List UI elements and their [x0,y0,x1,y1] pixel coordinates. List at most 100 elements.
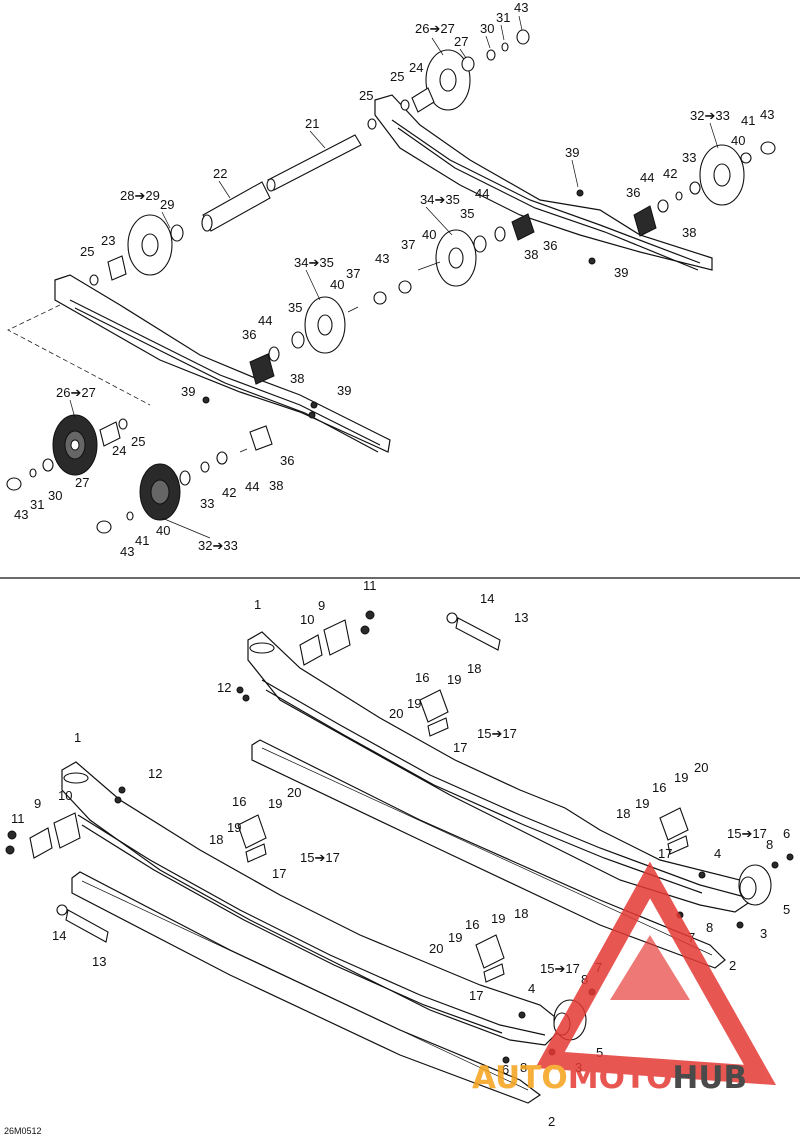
top-callout-36: 35 [288,300,302,315]
wheel-33-right [576,141,776,265]
bottom-callout-11: 20 [389,706,403,721]
bottom-callout-17: 10 [58,788,72,803]
top-callout-11: 43 [760,107,774,122]
top-callout-2: 30 [480,21,494,36]
bottom-callout-15: 12 [148,766,162,781]
top-assembly [6,15,776,539]
wheel-27-top [367,29,530,130]
bottom-callout-48: 15➔17 [540,961,580,976]
bottom-callout-43: 16 [465,917,479,932]
reference-code: 26M0512 [4,1126,42,1136]
wheel-33-bottom [96,425,273,534]
bolt-13-lower [56,904,109,943]
bottom-callout-20: 19 [268,796,282,811]
top-callout-6: 24 [409,60,423,75]
top-callout-26: 36 [543,238,557,253]
bottom-callout-28: 16 [652,780,666,795]
top-callout-39: 38 [290,371,304,386]
top-callout-47: 30 [48,488,62,503]
bottom-callout-33: 8 [766,837,773,852]
bottom-callout-40: 2 [729,958,736,973]
bracket-15-17-b [237,814,267,863]
top-callout-40: 39 [181,384,195,399]
top-callout-52: 42 [222,485,236,500]
top-callout-49: 43 [14,507,28,522]
top-callout-23: 34➔35 [420,192,460,207]
top-callout-1: 27 [454,34,468,49]
top-callout-16: 42 [663,166,677,181]
top-callout-15: 44 [640,170,654,185]
bottom-callout-46: 20 [429,941,443,956]
wheel-35-lower [202,296,359,419]
top-callout-48: 31 [30,497,44,512]
bottom-callout-16: 9 [34,796,41,811]
axle-21 [266,134,362,192]
bottom-callout-23: 18 [209,832,223,847]
top-callout-21: 28➔29 [120,188,160,203]
watermark-triangle-icon [535,861,777,1086]
bottom-callout-29: 19 [635,796,649,811]
bracket-9-10-lower [29,812,81,859]
top-callout-46: 27 [75,475,89,490]
wheel-35-middle [373,213,535,305]
watermark-text-hub: HUB [672,1060,747,1096]
top-callout-20: 22 [213,166,227,181]
top-callout-24: 44 [475,186,489,201]
bottom-callout-14: 1 [74,730,81,745]
bolt-13-upper [446,612,501,651]
top-callout-19: 39 [614,265,628,280]
watermark-text-auto: AUTO [472,1060,568,1096]
bottom-callout-47: 19 [448,930,462,945]
top-callout-57: 32➔33 [198,538,238,553]
bottom-callout-44: 19 [491,911,505,926]
bottom-callout-35: 4 [714,846,721,861]
top-callout-35: 40 [330,277,344,292]
bracket-15-17-a [419,689,449,737]
top-callout-13: 39 [565,145,579,160]
bottom-callout-7: 16 [415,670,429,685]
bottom-callout-34: 17 [658,846,672,861]
top-callout-22: 29 [160,197,174,212]
bottom-callout-51: 4 [528,981,535,996]
bottom-callout-1: 14 [480,591,494,606]
rail-1-lower [61,761,566,1046]
top-callout-29: 37 [401,237,415,252]
top-callout-53: 33 [200,496,214,511]
bracket-15-17-d [475,934,505,983]
bottom-callout-10: 19 [407,696,421,711]
bottom-callout-54: 6 [502,1062,509,1077]
bottom-callout-0: 11 [363,578,377,593]
bottom-callout-42: 13 [92,954,106,969]
top-callout-32: 25 [80,244,94,259]
top-callout-18: 38 [682,225,696,240]
top-callout-10: 41 [741,113,755,128]
bottom-callout-41: 14 [52,928,66,943]
bottom-callout-4: 10 [300,612,314,627]
bottom-callout-53: 5 [596,1045,603,1060]
bottom-callout-30: 18 [616,806,630,821]
axle-22 [201,181,271,232]
top-callout-38: 36 [242,327,256,342]
bracket-9-10-upper [299,619,351,666]
bottom-callout-37: 8 [706,920,713,935]
wheel-27-bottom [6,414,128,491]
left-rail-upper [54,274,391,453]
top-callout-14: 33 [682,150,696,165]
roller-5-upper [738,864,772,906]
right-rail-upper [374,94,713,271]
bracket-15-17-c [659,807,689,855]
svg-text:AUTOMOTOHUB: AUTOMOTOHUB [472,1060,747,1096]
bottom-callout-18: 11 [11,811,25,826]
bottom-callout-55: 8 [520,1060,527,1075]
top-callout-28: 40 [422,227,436,242]
bottom-callout-39: 3 [760,926,767,941]
bottom-callout-45: 18 [514,906,528,921]
wheel-29 [89,214,184,286]
top-callout-8: 21 [305,116,319,131]
top-callout-5: 25 [390,69,404,84]
bottom-callout-31: 15➔17 [727,826,767,841]
top-callout-0: 26➔27 [415,21,455,36]
bottom-callout-32: 6 [783,826,790,841]
